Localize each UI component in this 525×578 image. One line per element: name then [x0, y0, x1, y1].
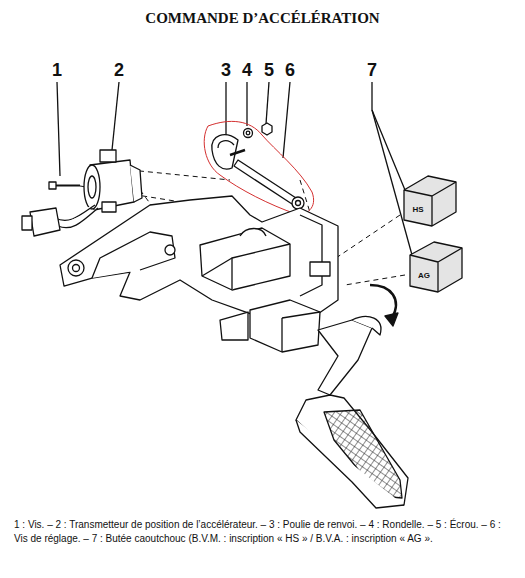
rotation-arrow — [370, 285, 396, 318]
leader-line — [57, 82, 60, 176]
leader-line — [246, 82, 247, 126]
leader-line — [225, 82, 226, 140]
callout-number: 6 — [283, 60, 297, 81]
callout-number: 3 — [219, 60, 233, 81]
part-inscription: HS — [411, 206, 424, 214]
part-inscription: AG — [417, 272, 431, 280]
leader-line — [112, 82, 119, 150]
callout-number: 7 — [365, 60, 379, 81]
callout-number: 2 — [112, 60, 126, 81]
leader-line — [372, 110, 412, 255]
rubber-stop — [404, 176, 462, 292]
pedal-bracket — [60, 196, 338, 352]
callout-number: 5 — [262, 60, 276, 81]
diagram-title: COMMANDE D’ACCÉLÉRATION — [0, 10, 525, 27]
leader-line — [283, 82, 290, 158]
leader-line — [266, 82, 269, 124]
accelerator-pedal — [296, 316, 408, 508]
screw — [49, 182, 80, 189]
rotation-arrow — [385, 313, 398, 326]
callout-number: 4 — [240, 60, 254, 81]
legend-caption: 1 : Vis. – 2 : Transmetteur de position … — [14, 518, 512, 545]
leader-line — [372, 82, 405, 190]
callout-number: 1 — [50, 60, 64, 81]
